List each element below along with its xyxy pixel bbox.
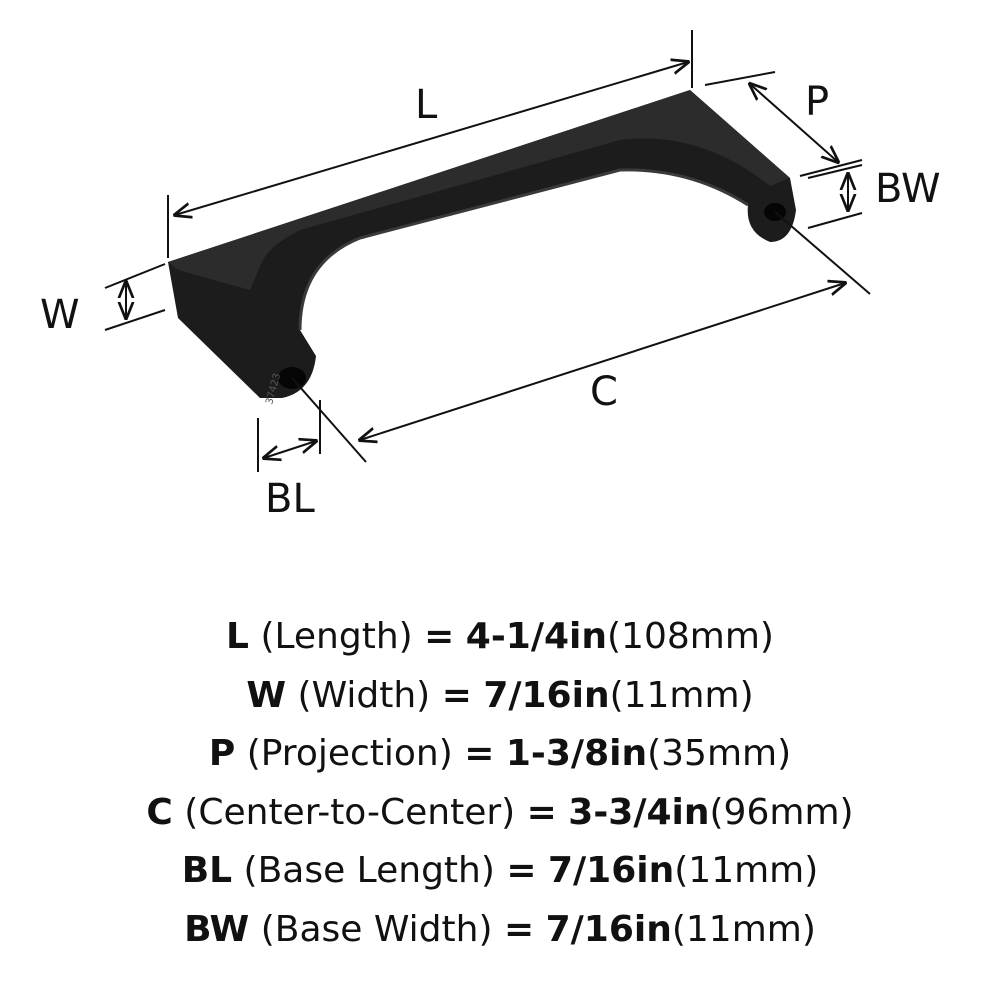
center-line	[291, 377, 367, 463]
handle-diagram: 37423 L P BW W C BL	[40, 30, 941, 522]
label-P: P	[805, 79, 829, 125]
extension-line	[807, 164, 863, 179]
extension-line	[807, 212, 863, 229]
cabinet-pull-handle: 37423	[168, 90, 796, 406]
extension-line	[799, 159, 863, 177]
spec-width: W (Width) = 7/16in(11mm)	[246, 674, 754, 716]
extension-line	[104, 309, 166, 331]
length-dimension-line	[175, 62, 688, 215]
spec-base-length: BL (Base Length) = 7/16in(11mm)	[181, 850, 819, 891]
spec-center-to-center: C (Center-to-Center) = 3-3/4in(96mm)	[146, 791, 854, 833]
label-BW: BW	[875, 166, 941, 212]
label-BL: BL	[265, 476, 315, 522]
dimension-specs: L (Length) = 4-1/4in(108mm) W (Width) = …	[0, 608, 1000, 959]
label-C: C	[590, 369, 618, 415]
spec-base-width: BW (Base Width) = 7/16in(11mm)	[184, 908, 816, 950]
label-W: W	[40, 292, 80, 338]
spec-length: L (Length) = 4-1/4in(108mm)	[226, 616, 774, 657]
base-length-dimension-line	[264, 441, 316, 458]
label-L: L	[415, 82, 438, 128]
extension-line	[704, 71, 776, 86]
center-line	[774, 211, 871, 295]
projection-dimension-line	[750, 84, 838, 162]
center-to-center-dimension-line	[360, 283, 845, 440]
spec-projection: P (Projection) = 1-3/8in(35mm)	[208, 733, 792, 774]
extension-line	[104, 263, 166, 289]
